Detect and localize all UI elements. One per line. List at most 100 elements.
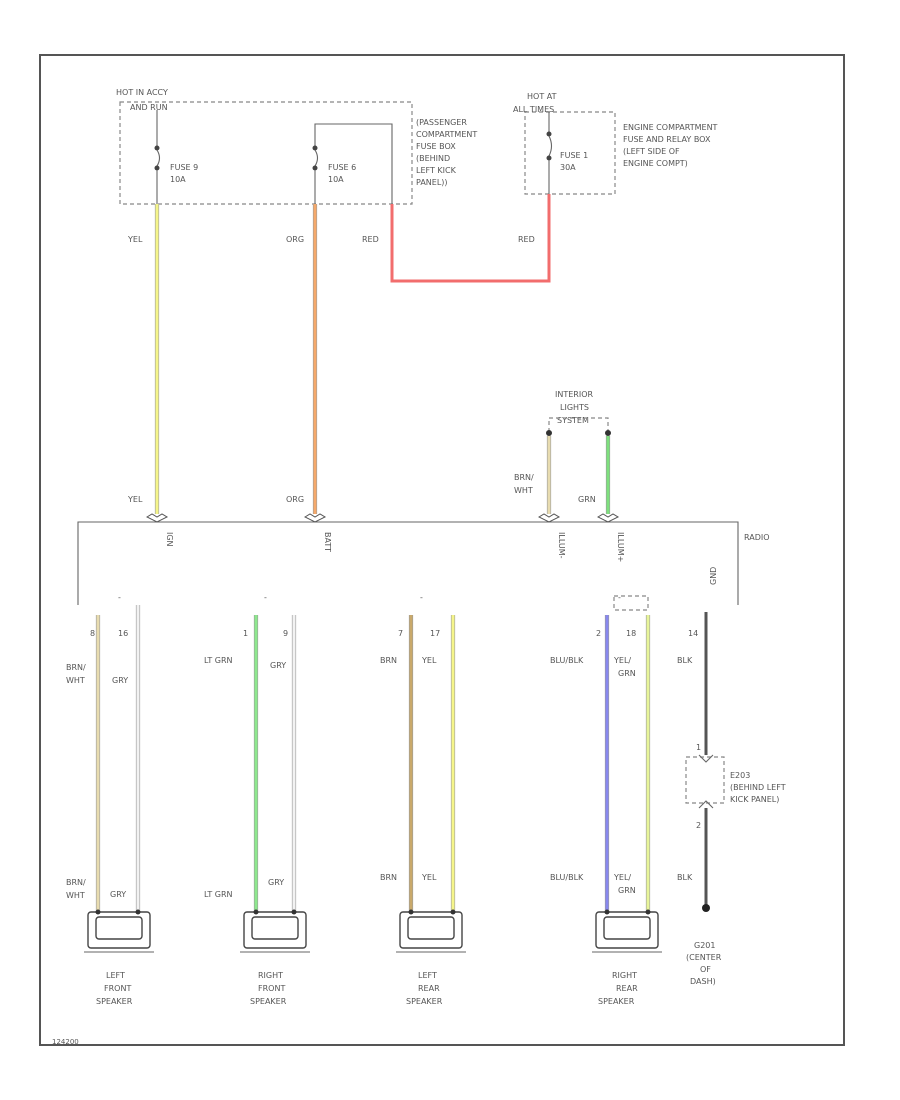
e203-desc-3: KICK PANEL) [730,795,779,804]
lf-b-label: GRY [112,676,128,685]
svg-text:-: - [264,593,267,602]
svg-text:-: - [420,593,423,602]
pin-7: 7 [398,629,403,638]
rr-b-bottom-label-2: GRN [618,886,636,895]
engine-fuse-box-desc-4: ENGINE COMPT) [623,159,688,168]
engine-fuse-box-desc-1: ENGINE COMPARTMENT [623,123,718,132]
lr-b-label: YEL [421,656,437,665]
right-rear-speaker: RIGHT REAR SPEAKER [592,909,662,1006]
radio-unit: RADIO IGN BATT ILLUM- ILLUM+ GND - - - -… [77,513,770,638]
connector-e203: 1 2 E203 (BEHIND LEFT KICK PANEL) [685,743,786,830]
hot-at-label: HOT AT [527,92,557,101]
rr-b-label-2: GRN [618,669,636,678]
yel-wire: YEL YEL [127,204,160,514]
right-front-speaker-label-3: SPEAKER [250,997,287,1006]
pin-18: 18 [626,629,636,638]
passenger-fuse-box: HOT IN ACCY AND RUN FUSE 9 10A FUSE 6 10… [116,88,477,205]
lf-b-bottom-label: GRY [110,890,126,899]
pin-2: 2 [596,629,601,638]
gnd-label-bottom: BLK [677,873,693,882]
lr-a-label: BRN [380,656,397,665]
right-front-speaker: RIGHT FRONT SPEAKER [240,909,310,1006]
interior-lights-label-1: INTERIOR [555,390,594,399]
rr-b-label-1: YEL/ [613,656,631,665]
pin-batt: BATT [323,532,332,552]
rf-b-label: GRY [270,661,286,670]
passenger-fuse-box-desc-5: LEFT KICK [416,166,457,175]
passenger-fuse-box-desc-2: COMPARTMENT [416,130,477,139]
rr-b-bottom-label-1: YEL/ [613,873,631,882]
interior-lights-label-2: LIGHTS [560,403,589,412]
org-wire: ORG ORG [286,204,318,514]
g201-label-4: DASH) [690,977,716,986]
engine-fuse-box-desc-2: FUSE AND RELAY BOX [623,135,711,144]
fuse-1-name: FUSE 1 [560,151,588,160]
lf-a-bottom-label-1: BRN/ [66,878,86,887]
left-rear-speaker-label-2: REAR [418,984,440,993]
brn-wht-label-1: BRN/ [514,473,534,482]
yel-wire-label-bottom: YEL [127,495,143,504]
pin-gnd: GND [709,567,718,585]
pin-14: 14 [688,629,698,638]
left-front-speaker-label-2: FRONT [104,984,131,993]
speaker-wires: BRN/ WHT GRY LT GRN GRY BRN YEL BLU/BLK … [66,605,708,910]
rr-a-bottom-label: BLU/BLK [550,873,584,882]
red-wire-label-left: RED [362,235,379,244]
org-wire-label-bottom: ORG [286,495,304,504]
left-rear-speaker-label-3: SPEAKER [406,997,443,1006]
pin-9: 9 [283,629,288,638]
fuse-1-rating: 30A [560,163,576,172]
left-rear-speaker: LEFT REAR SPEAKER [396,909,466,1006]
pin-ign: IGN [165,532,174,547]
passenger-fuse-box-desc-1: (PASSENGER [416,118,467,127]
lf-a-bottom-label-2: WHT [66,891,85,900]
g201-label-1: G201 [694,941,715,950]
lr-b-bottom-label: YEL [421,873,437,882]
fuse-9-rating: 10A [170,175,186,184]
lf-a-label-2: WHT [66,676,85,685]
ground-icon [702,904,710,912]
left-front-speaker-label-3: SPEAKER [96,997,133,1006]
hot-run-label: AND RUN [130,103,168,112]
pin-1: 1 [243,629,248,638]
left-rear-speaker-label-1: LEFT [418,971,437,980]
svg-text:-: - [618,593,621,602]
left-front-speaker-label-1: LEFT [106,971,125,980]
right-front-speaker-label-2: FRONT [258,984,285,993]
e203-desc-2: (BEHIND LEFT [730,783,786,792]
right-rear-speaker-label-3: SPEAKER [598,997,635,1006]
yel-wire-label-top: YEL [127,235,143,244]
diagram-code: 124200 [52,1038,79,1046]
lr-a-bottom-label: BRN [380,873,397,882]
pin-17: 17 [430,629,440,638]
right-front-speaker-label-1: RIGHT [258,971,283,980]
red-wire-label-right: RED [518,235,535,244]
fuse-6-rating: 10A [328,175,344,184]
red-wire: RED RED [362,194,551,283]
passenger-fuse-box-desc-6: PANEL)) [416,178,448,187]
lf-a-label-1: BRN/ [66,663,86,672]
diagram-frame [39,54,845,1046]
rf-a-label: LT GRN [204,656,233,665]
pin-illum-pos: ILLUM+ [616,532,625,562]
fuse-9-name: FUSE 9 [170,163,198,172]
pin-8: 8 [90,629,95,638]
right-rear-speaker-label-2: REAR [616,984,638,993]
interior-lights-label-3: SYSTEM [557,416,589,425]
pin-illum-neg: ILLUM- [557,532,566,559]
hot-all-times-label: ALL TIMES [513,105,554,114]
fuse-6-name: FUSE 6 [328,163,356,172]
g201-label-3: OF [700,965,711,974]
gnd-label-top: BLK [677,656,693,665]
grn-label: GRN [578,495,596,504]
passenger-fuse-box-desc-4: (BEHIND [416,154,450,163]
passenger-fuse-box-desc-3: FUSE BOX [416,142,456,151]
e203-desc-1: E203 [730,771,750,780]
e203-pin-1: 1 [696,743,701,752]
left-front-speaker: LEFT FRONT SPEAKER [84,909,154,1006]
brn-wht-label-2: WHT [514,486,533,495]
right-rear-speaker-label-1: RIGHT [612,971,637,980]
rf-b-bottom-label: GRY [268,878,284,887]
pin-16: 16 [118,629,128,638]
